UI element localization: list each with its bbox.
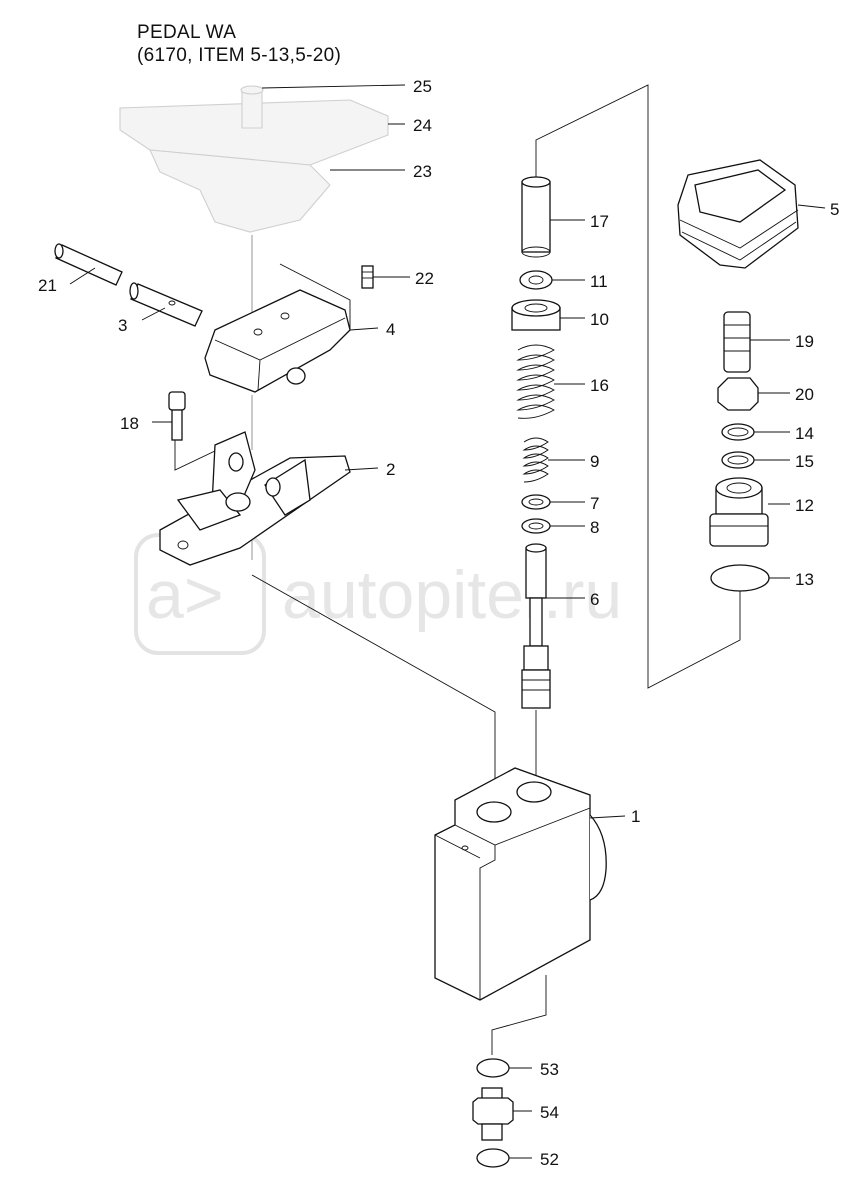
seal-part-14	[721, 423, 755, 441]
label-part-4: 4	[386, 320, 395, 339]
label-part-8: 8	[590, 518, 599, 537]
label-part-1: 1	[631, 807, 640, 826]
spool-guide-part-17	[521, 176, 551, 258]
set-screw-part-22	[361, 265, 374, 289]
label-part-22: 22	[415, 269, 434, 288]
o-ring-part-52	[476, 1148, 510, 1168]
label-part-5: 5	[830, 200, 839, 219]
valve-body-part-1	[434, 767, 607, 1001]
spring-part-9	[522, 437, 549, 483]
label-part-25: 25	[413, 77, 432, 96]
base-bracket-part-2	[159, 431, 351, 566]
pedal-bracket-part-4	[204, 289, 351, 393]
nut-part-20	[717, 377, 759, 411]
label-part-2: 2	[386, 460, 395, 479]
label-part-6: 6	[590, 590, 599, 609]
label-part-52: 52	[540, 1150, 559, 1169]
label-part-13: 13	[795, 570, 814, 589]
spring-part-16	[516, 344, 555, 419]
label-part-17: 17	[590, 212, 609, 231]
part-number-labels: 25 24 23 17 11 10 16 9 7 8 6 5 19 20 14 …	[38, 77, 839, 1169]
boot-part-5	[677, 159, 799, 269]
label-part-12: 12	[795, 496, 814, 515]
watermark-logo: a>	[146, 557, 224, 633]
label-part-7: 7	[590, 494, 599, 513]
label-part-24: 24	[413, 116, 432, 135]
label-part-53: 53	[540, 1060, 559, 1079]
diagram-subtitle: (6170, ITEM 5-13,5-20)	[137, 45, 342, 66]
label-part-14: 14	[795, 424, 814, 443]
pedal-assembly-ghost	[119, 85, 389, 233]
fitting-part-54	[472, 1087, 514, 1141]
collar-part-10	[511, 299, 561, 331]
o-ring-part-53	[476, 1058, 510, 1078]
watermark-text: autopiter.ru	[282, 557, 622, 633]
label-part-10: 10	[590, 310, 609, 329]
label-part-23: 23	[413, 162, 432, 181]
bushing-part-12	[709, 477, 769, 547]
label-part-15: 15	[795, 452, 814, 471]
washer-part-7	[521, 494, 551, 510]
label-part-18: 18	[120, 414, 139, 433]
o-ring-part-13	[710, 564, 770, 592]
spool-part-6	[521, 543, 551, 709]
plunger-part-19	[723, 311, 751, 373]
diagram-title: PEDAL WA	[137, 22, 237, 43]
label-part-11: 11	[590, 272, 608, 291]
pin-part-21	[54, 243, 123, 286]
label-part-20: 20	[795, 385, 814, 404]
label-part-16: 16	[590, 376, 609, 395]
washer-part-8	[521, 518, 551, 534]
washer-part-11	[519, 270, 553, 290]
watermark: a> autopiter.ru	[134, 533, 622, 655]
label-part-54: 54	[540, 1103, 559, 1122]
label-part-19: 19	[795, 332, 814, 351]
label-part-9: 9	[590, 452, 599, 471]
label-part-3: 3	[118, 316, 127, 335]
leader-lines	[69, 84, 826, 1159]
bolt-part-18	[168, 391, 186, 441]
seal-part-15	[721, 451, 755, 469]
label-part-21: 21	[38, 276, 57, 295]
pin-part-3	[129, 282, 203, 327]
